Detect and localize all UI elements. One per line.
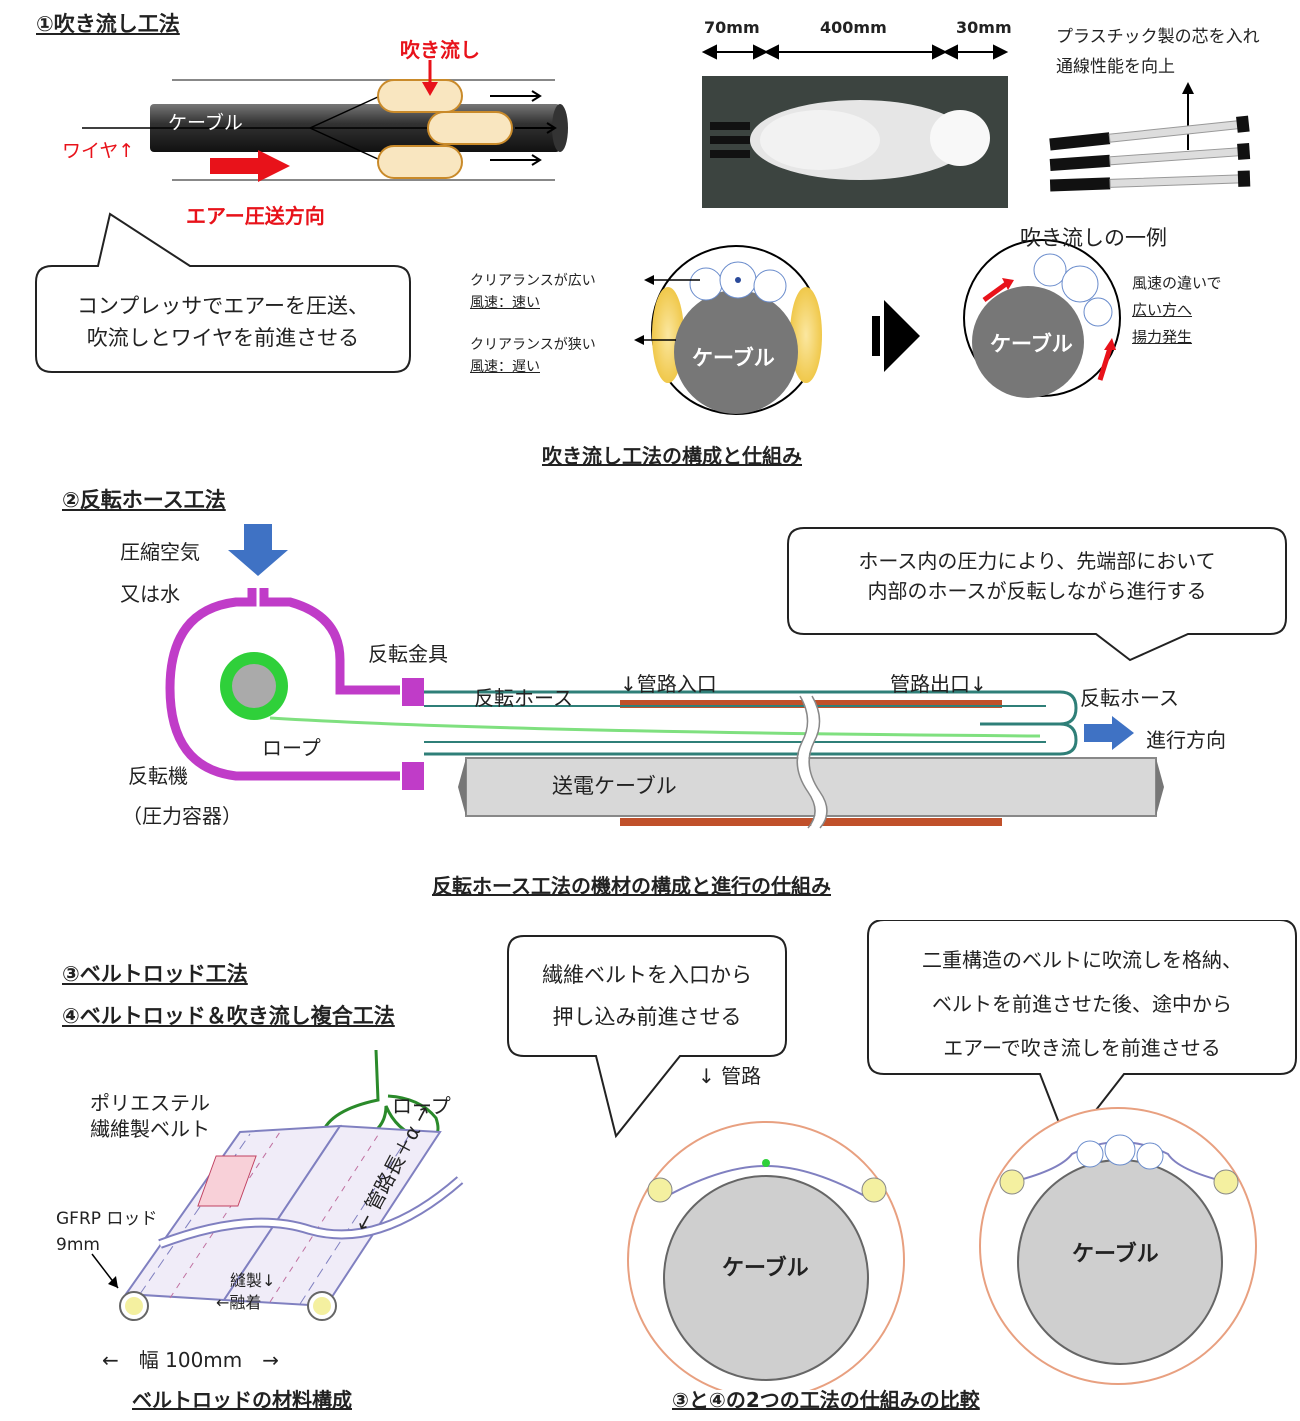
- label-pipe: ↓ 管路: [698, 1064, 762, 1088]
- label-compressed: 圧縮空気: [120, 540, 200, 564]
- label-inlet: ↓管路入口: [620, 672, 717, 696]
- label-machine: 反転機: [128, 764, 188, 788]
- pipe-section-right: [979, 1107, 1257, 1385]
- section2-heading: ②反転ホース工法: [62, 488, 226, 512]
- dim-30: 30mm: [956, 18, 1012, 37]
- streamer-capsule: [377, 145, 463, 179]
- callout-bubble-2: [787, 527, 1287, 662]
- cross-section-left: [651, 245, 822, 415]
- label-cable-s1: ケーブル: [168, 112, 243, 134]
- label-outlet: 管路出口↓: [890, 672, 987, 696]
- compressed-air-arrow: [228, 550, 288, 576]
- dim-400: 400mm: [820, 18, 887, 37]
- cable-end: [552, 104, 568, 152]
- cross-section-right: [963, 239, 1121, 398]
- label-width: ← 幅 100mm →: [102, 1348, 280, 1372]
- label-belt: ポリエステル 繊維製ベルト: [90, 1091, 210, 1141]
- label-fitting: 反転金具: [368, 642, 448, 666]
- cable-label-right: ケーブル: [1072, 1242, 1159, 1267]
- callout-bubble-1: [35, 212, 411, 373]
- label-wire: ワイヤ↑: [62, 140, 135, 162]
- streamer-capsule: [377, 79, 463, 113]
- plastic-note: プラスチック製の芯を入れ 通線性能を向上: [1056, 27, 1260, 77]
- callout-bubble-3: [507, 935, 787, 1139]
- reversing-fitting-bottom: [402, 762, 424, 790]
- transition-arrow: [884, 300, 920, 372]
- pipe-section-left: [627, 1121, 905, 1390]
- section2-diagram: [165, 524, 1287, 832]
- dimension-arrows: [701, 44, 1009, 60]
- section4-heading: ④ベルトロッド＆吹き流し複合工法: [62, 1004, 395, 1028]
- section2-caption: 反転ホース工法の機材の構成と進行の仕組み: [432, 874, 831, 898]
- cable-label-left: ケーブル: [722, 1256, 809, 1281]
- label-hose-right: 反転ホース: [1080, 686, 1179, 710]
- label-fukinagashi: 吹き流し: [400, 38, 480, 62]
- rope-line: [269, 716, 1041, 738]
- caption-left: ベルトロッドの材料構成: [132, 1388, 352, 1412]
- reversing-machine: [165, 588, 400, 781]
- label-gfrp: GFRP ロッド 9mm: [56, 1209, 158, 1255]
- example-title: 吹き流しの一例: [1020, 226, 1167, 250]
- clearance-wide: クリアランスが広い 風速：速い: [470, 273, 596, 311]
- dim-70: 70mm: [704, 18, 760, 37]
- reversing-fitting-top: [402, 678, 424, 706]
- callout-2-text: ホース内の圧力により、先端部において 内部のホースが反転しながら進行する: [858, 549, 1216, 603]
- belt-rod-drawing: [91, 1049, 464, 1321]
- callout-3-text: 繊維ベルトを入口から 押し込み前進させる: [542, 963, 752, 1029]
- red-down-arrow: [422, 82, 438, 96]
- plastic-cores-drawing: [1049, 82, 1251, 192]
- pipe-bottom: [620, 818, 1002, 826]
- clearance-narrow: クリアランスが狭い 風速：遅い: [470, 337, 596, 375]
- callout-4-text: 二重構造のベルトに吹流しを格納、 ベルトを前進させた後、途中から エアーで吹き流…: [922, 948, 1242, 1060]
- section3-heading: ③ベルトロッド工法: [62, 962, 248, 986]
- direction-arrow: [1112, 716, 1134, 750]
- label-or-water: 又は水: [120, 582, 180, 606]
- label-sewing: 縫製↓ ←融着: [216, 1271, 276, 1312]
- wind-note: 風速の違いで 広い方へ 揚力発生: [1132, 274, 1222, 346]
- callout-1-text: コンプレッサでエアーを圧送、 吹流しとワイヤを前進させる: [76, 294, 370, 350]
- cross-cable-right-label: ケーブル: [990, 332, 1073, 356]
- air-direction-arrow: [258, 150, 290, 182]
- label-hose: 反転ホース: [474, 686, 573, 710]
- label-direction: 進行方向: [1146, 728, 1226, 752]
- section3-diagram: [91, 920, 1297, 1390]
- label-power-cable: 送電ケーブル: [552, 774, 677, 798]
- streamer-capsule: [427, 111, 513, 145]
- label-pressure-vessel: （圧力容器）: [122, 804, 242, 828]
- section1-diagram: [35, 44, 1251, 415]
- caption-right: ③と④の2つの工法の仕組みの比較: [672, 1388, 980, 1412]
- label-rope-belt: ロープ: [392, 1094, 451, 1118]
- flow-arrows: [490, 90, 557, 166]
- section1-heading: ①吹き流し工法: [36, 12, 180, 36]
- cross-cable-left-label: ケーブル: [692, 346, 775, 370]
- label-rope: ロープ: [262, 736, 321, 760]
- break-mark: [796, 695, 816, 829]
- label-air-direction: エアー圧送方向: [186, 204, 325, 228]
- section1-caption: 吹き流し工法の構成と仕組み: [542, 444, 802, 468]
